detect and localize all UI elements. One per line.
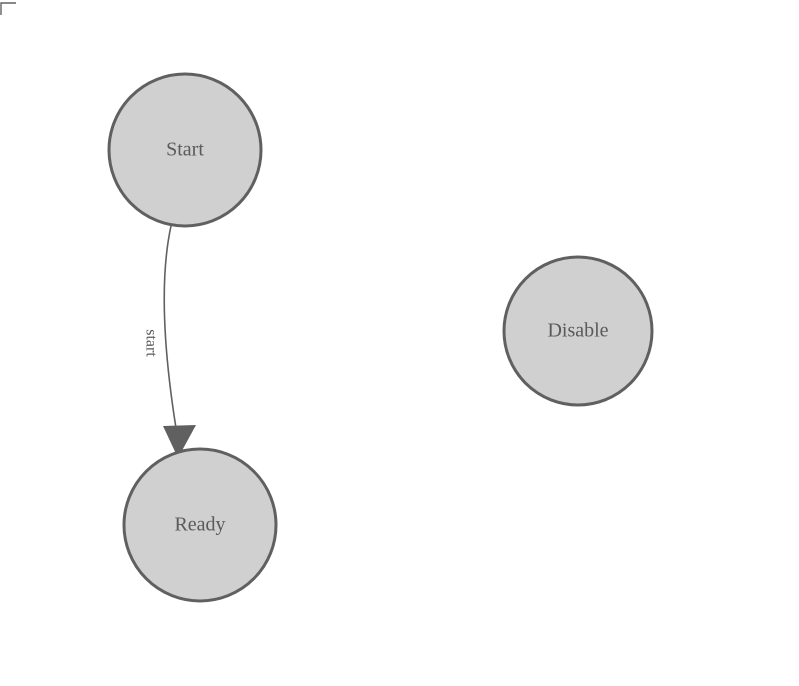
node-ready-circle[interactable] xyxy=(122,447,278,603)
edge-start-to-ready[interactable]: start xyxy=(142,225,196,458)
node-disable-circle[interactable] xyxy=(502,255,654,407)
edge-arrowhead-icon xyxy=(163,425,196,458)
edge-line xyxy=(163,225,177,429)
edge-label-start: start xyxy=(142,329,159,357)
node-start-circle[interactable] xyxy=(107,72,263,228)
canvas-corner-mark xyxy=(0,2,16,15)
node-start-label: Start xyxy=(166,139,204,161)
node-start[interactable]: Start xyxy=(107,72,263,228)
node-disable-label: Disable xyxy=(547,320,608,342)
node-disable[interactable]: Disable xyxy=(502,255,654,407)
node-ready-label: Ready xyxy=(174,514,225,536)
node-ready[interactable]: Ready xyxy=(122,447,278,603)
